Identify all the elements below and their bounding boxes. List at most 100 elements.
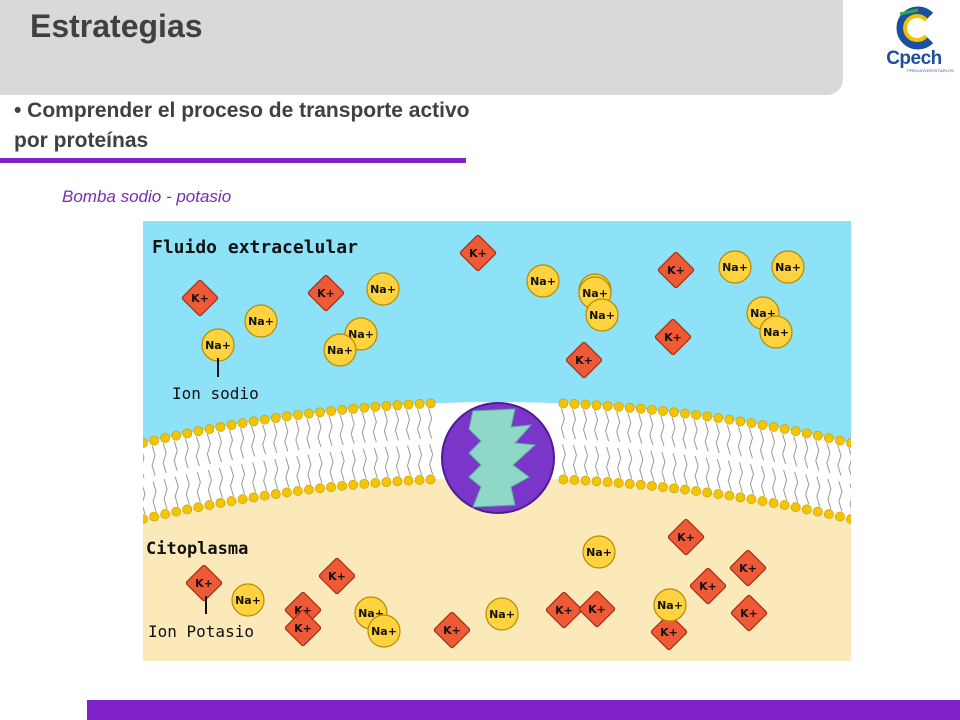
potassium-ion: K+ bbox=[284, 609, 322, 647]
lipid-tail bbox=[649, 414, 655, 481]
phospholipid-head bbox=[669, 483, 679, 494]
phospholipid-head bbox=[768, 498, 779, 508]
phospholipid-head bbox=[248, 416, 259, 427]
phospholipid-head bbox=[160, 509, 171, 519]
phospholipid-head bbox=[304, 484, 314, 495]
potassium-ion: K+ bbox=[730, 594, 768, 632]
phospholipid-head bbox=[237, 418, 248, 429]
lipid-tail bbox=[715, 422, 721, 490]
svg-text:K+: K+ bbox=[328, 570, 346, 583]
svg-text:K+: K+ bbox=[555, 604, 573, 617]
phospholipid-head bbox=[801, 428, 812, 439]
phospholipid-head bbox=[359, 402, 370, 413]
phospholipid-head bbox=[304, 408, 314, 419]
phospholipid-head bbox=[669, 407, 679, 418]
phospholipid-head bbox=[292, 410, 303, 420]
potassium-ion: K+ bbox=[318, 557, 356, 595]
phospholipid-head bbox=[425, 474, 436, 485]
lipid-tail bbox=[638, 413, 644, 480]
phospholipid-head bbox=[143, 438, 148, 448]
phospholipid-head bbox=[602, 401, 613, 411]
svg-text:Na+: Na+ bbox=[371, 625, 397, 638]
phospholipid-head bbox=[149, 511, 159, 522]
phospholipid-head bbox=[768, 422, 779, 432]
svg-text:Na+: Na+ bbox=[205, 339, 231, 352]
sodium-ion: Na+ bbox=[585, 298, 619, 332]
lipid-tail bbox=[394, 410, 400, 477]
phospholipid-head bbox=[259, 414, 270, 425]
phospholipid-head bbox=[757, 496, 768, 506]
lipid-tail bbox=[627, 412, 633, 479]
phospholipid-head bbox=[182, 504, 193, 515]
lipid-tail bbox=[826, 442, 832, 510]
lipid-tail bbox=[759, 429, 766, 497]
svg-text:K+: K+ bbox=[191, 292, 209, 305]
phospholipid-head bbox=[812, 506, 823, 517]
lipid-tail bbox=[428, 408, 434, 475]
phospholipid-head bbox=[613, 401, 624, 412]
sodium-ion: Na+ bbox=[582, 535, 616, 569]
lipid-tail bbox=[273, 422, 279, 490]
sodium-ion: Na+ bbox=[526, 264, 560, 298]
phospholipid-head bbox=[779, 424, 790, 434]
phospholipid-head bbox=[171, 430, 182, 441]
phospholipid-head bbox=[215, 498, 226, 508]
divider bbox=[0, 158, 466, 163]
phospholipid-head bbox=[326, 482, 336, 492]
lipid-tail bbox=[251, 426, 257, 493]
svg-text:K+: K+ bbox=[660, 626, 678, 639]
sodium-ion: Na+ bbox=[485, 597, 519, 631]
phospholipid-head bbox=[392, 400, 403, 411]
svg-text:Na+: Na+ bbox=[586, 546, 612, 559]
potassium-ion: K+ bbox=[578, 590, 616, 628]
phospholipid-head bbox=[591, 476, 602, 487]
potassium-ion: K+ bbox=[654, 318, 692, 356]
phospholipid-head bbox=[160, 433, 171, 443]
phospholipid-head bbox=[270, 413, 281, 423]
lipid-tail bbox=[837, 445, 843, 512]
lipid-tail bbox=[262, 424, 268, 491]
sodium-ion-label: Ion sodio bbox=[172, 384, 259, 403]
lipid-tail bbox=[737, 426, 743, 493]
lipid-tail bbox=[693, 419, 699, 487]
sodium-ion: Na+ bbox=[653, 588, 687, 622]
potassium-ion: K+ bbox=[545, 591, 583, 629]
lipid-tail bbox=[372, 411, 378, 478]
phospholipid-head bbox=[248, 492, 259, 503]
phospholipid-head bbox=[746, 418, 757, 429]
phospholipid-head bbox=[713, 489, 724, 499]
phospholipid-head bbox=[259, 490, 270, 501]
phospholipid-head bbox=[735, 416, 746, 427]
lipid-tail bbox=[748, 428, 754, 495]
lipid-tail bbox=[295, 419, 301, 487]
phospholipid-head bbox=[182, 428, 193, 439]
logo-mark-icon bbox=[896, 6, 934, 50]
sodium-ion: Na+ bbox=[366, 272, 400, 306]
cpech-logo: Cpech PREUNIVERSITARIOS bbox=[878, 6, 954, 73]
phospholipid-head bbox=[315, 407, 325, 418]
phospholipid-head bbox=[790, 426, 801, 437]
lipid-tail bbox=[284, 421, 290, 488]
lipid-tail bbox=[582, 409, 589, 476]
sodium-ion: Na+ bbox=[244, 304, 278, 338]
lipid-tail bbox=[571, 408, 577, 476]
lipid-tail bbox=[660, 415, 666, 483]
svg-text:Na+: Na+ bbox=[582, 287, 608, 300]
phospholipid-head bbox=[680, 484, 690, 495]
phospholipid-head bbox=[348, 479, 359, 490]
lipid-tail bbox=[793, 436, 799, 503]
phospholipid-head bbox=[591, 400, 602, 411]
phospholipid-head bbox=[226, 496, 237, 506]
phospholipid-head bbox=[558, 474, 569, 485]
svg-text:K+: K+ bbox=[195, 577, 213, 590]
lipid-tail bbox=[184, 438, 190, 505]
lipid-tail bbox=[162, 442, 168, 510]
sodium-ion: Na+ bbox=[718, 250, 752, 284]
svg-text:K+: K+ bbox=[294, 622, 312, 635]
phospholipid-head bbox=[348, 403, 359, 414]
phospholipid-heads bbox=[143, 398, 851, 524]
lipid-tail bbox=[195, 436, 201, 503]
svg-text:K+: K+ bbox=[575, 354, 593, 367]
phospholipid-head bbox=[237, 494, 248, 505]
logo-subtext: PREUNIVERSITARIOS bbox=[907, 68, 954, 73]
